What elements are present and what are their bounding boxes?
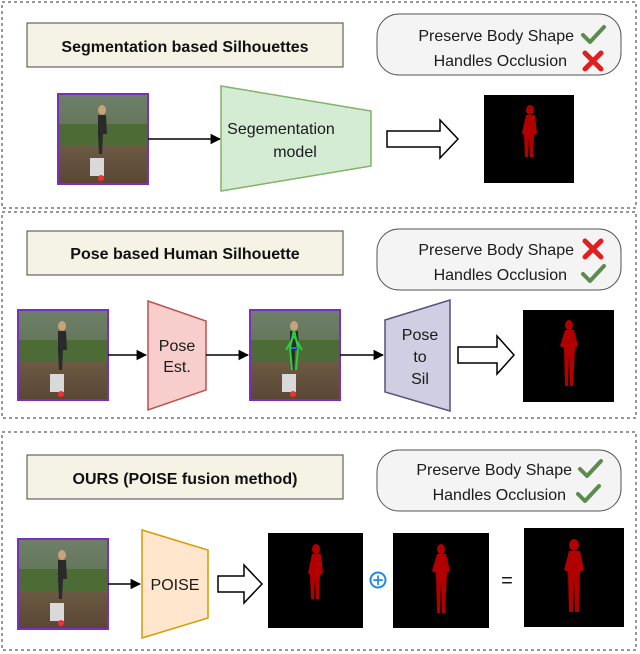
check-icon [576, 484, 601, 503]
input-photo [17, 538, 109, 630]
input-photo [17, 309, 109, 401]
plus-operator: + [372, 571, 385, 589]
block-label-line: Segementation [227, 121, 335, 138]
section-segmentation: Segmentation based Silhouettes Preserve … [26, 13, 622, 192]
input-photo [57, 93, 149, 185]
output-silhouette [484, 95, 574, 183]
criterion-preserve-body-shape: Preserve Body Shape [418, 242, 574, 259]
block-label-line: model [273, 144, 317, 161]
block-label-line: to [413, 349, 426, 366]
output-silhouette [523, 310, 614, 402]
section-title-box [26, 230, 344, 276]
section-title-box [26, 454, 344, 500]
poise-block [141, 528, 209, 640]
check-icon [581, 25, 606, 44]
section-ours: OURS (POISE fusion method) Preserve Body… [17, 449, 624, 640]
output-arrow [217, 563, 264, 605]
pose-photo [249, 309, 341, 401]
section-title: Segmentation based Silhouettes [61, 39, 308, 56]
equals-operator: = [501, 570, 513, 592]
segmentation-silhouette [268, 533, 363, 628]
pose-to-sil-block [384, 298, 451, 413]
cross-icon [582, 238, 604, 260]
block-label-line: POISE [151, 577, 200, 594]
output-arrow [386, 118, 460, 160]
criterion-handles-occlusion: Handles Occlusion [433, 487, 566, 504]
cross-icon [582, 50, 604, 72]
pose-silhouette [393, 533, 489, 628]
output-arrow [457, 334, 516, 376]
criteria-box [376, 13, 622, 76]
block-label-line: Pose [402, 327, 439, 344]
check-icon [581, 264, 606, 283]
criteria-box [376, 449, 622, 512]
section-title: Pose based Human Silhouette [70, 246, 299, 263]
criteria-box [376, 228, 622, 291]
section-pose: Pose based Human Silhouette Preserve Bod… [17, 228, 622, 413]
check-icon [578, 459, 603, 478]
block-label-line: Sil [411, 371, 429, 388]
criterion-preserve-body-shape: Preserve Body Shape [418, 28, 574, 45]
section-title: OURS (POISE fusion method) [73, 471, 298, 488]
segmentation-model-block [220, 85, 372, 192]
block-label-line: Est. [163, 359, 191, 376]
criterion-handles-occlusion: Handles Occlusion [434, 53, 567, 70]
fused-silhouette [524, 528, 624, 627]
plus-icon: + [369, 571, 387, 589]
criterion-handles-occlusion: Handles Occlusion [434, 267, 567, 284]
section-title-box [26, 22, 344, 68]
block-label-line: Pose [159, 338, 196, 355]
pose-estimation-block [147, 299, 207, 412]
criterion-preserve-body-shape: Preserve Body Shape [416, 462, 572, 479]
